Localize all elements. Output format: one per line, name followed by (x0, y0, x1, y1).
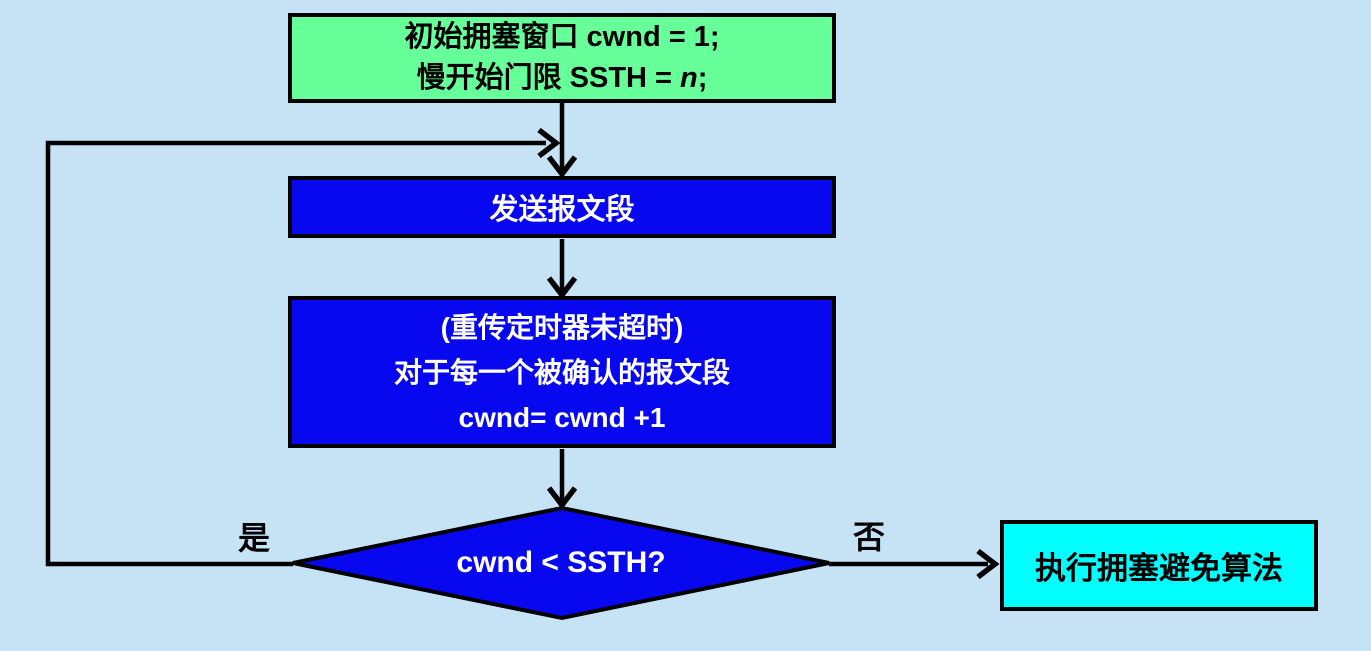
send-label: 发送报文段 (489, 194, 635, 226)
arrowhead-down-icon (546, 155, 578, 179)
node-congestion-avoidance: 执行拥塞避免算法 (1000, 520, 1318, 611)
decision-diamond-shape (292, 505, 830, 621)
node-send-segment: 发送报文段 (288, 176, 836, 238)
arrowhead-down-icon (546, 486, 578, 510)
arrowhead-right-icon (976, 548, 1000, 580)
node-init-cwnd: 初始拥塞窗口 cwnd = 1; 慢开始门限 SSTH = n; (288, 13, 836, 103)
init-line1: 初始拥塞窗口 cwnd = 1; (404, 21, 720, 53)
arrowhead-down-icon (546, 276, 578, 300)
loop-yes-line (45, 140, 546, 567)
avoidance-label: 执行拥塞避免算法 (1035, 551, 1283, 586)
node-ack-increment: (重传定时器未超时) 对于每一个被确认的报文段 cwnd= cwnd +1 (288, 296, 836, 448)
arrowhead-right-icon (537, 127, 561, 159)
ack-line1: (重传定时器未超时) (440, 311, 684, 343)
init-line2: 慢开始门限 SSTH = n; (417, 58, 708, 99)
init-line2-variable: n (680, 62, 698, 94)
ack-line2: 对于每一个被确认的报文段 (393, 356, 730, 388)
ack-line3: cwnd= cwnd +1 (458, 401, 666, 433)
branch-label-no: 否 (853, 519, 886, 555)
init-line2-prefix: 慢开始门限 SSTH = (416, 62, 681, 94)
branch-label-yes: 是 (238, 520, 271, 556)
init-line2-suffix: ; (697, 62, 708, 94)
